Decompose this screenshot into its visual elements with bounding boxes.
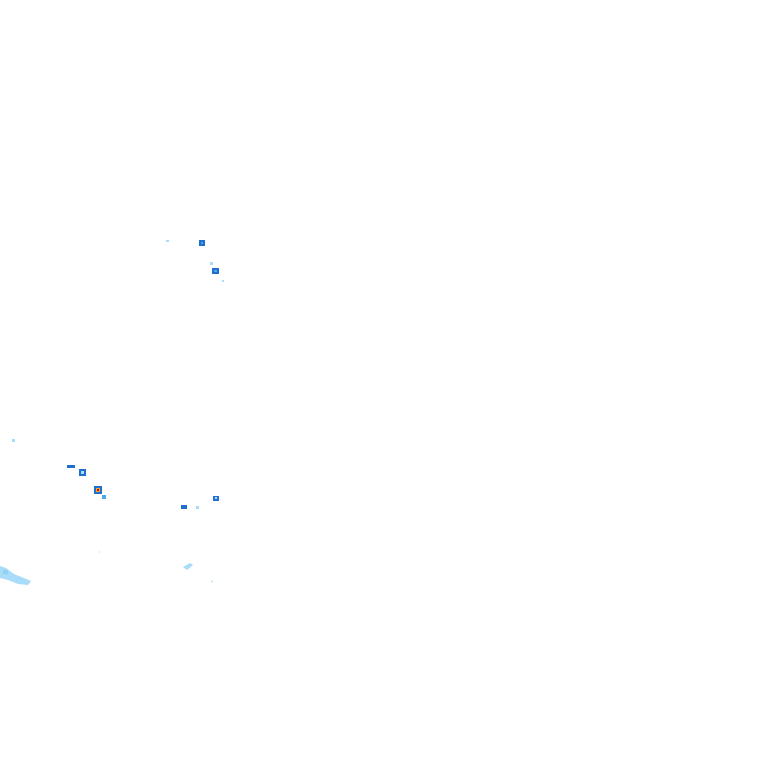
echo-light-fleck-far-west <box>12 439 15 442</box>
echo-cell-center-b <box>213 496 219 501</box>
echo-cell-west-b <box>102 495 106 499</box>
echo-cell-north-trace <box>222 280 224 282</box>
echo-cell-north-a <box>166 240 205 246</box>
echo-cell-north-b <box>210 262 219 274</box>
echo-cell-center-a <box>181 505 199 509</box>
echo-cell-west-a <box>67 465 86 476</box>
echo-cell-west-core <box>94 486 102 494</box>
echo-light-band-southwest <box>0 566 31 585</box>
echo-light-fleck-south <box>98 551 213 583</box>
